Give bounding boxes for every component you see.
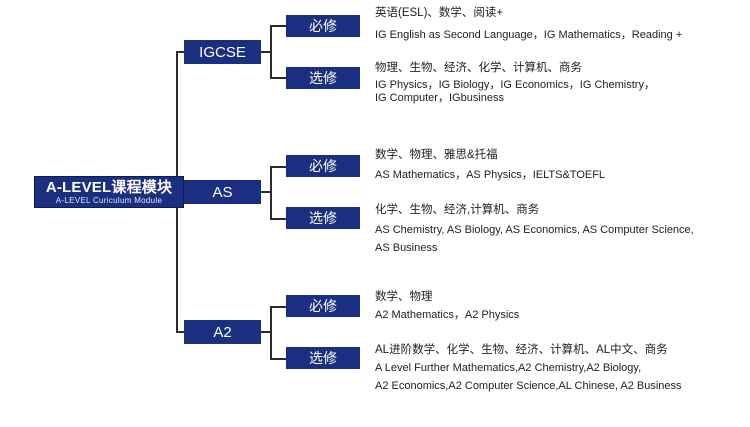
- a2-required-line-1: 数学、物理: [375, 291, 433, 303]
- as-required-line-1: 数学、物理、雅思&托福: [375, 149, 498, 161]
- a2-elective-line-1: AL进阶数学、化学、生物、经济、计算机、AL中文、商务: [375, 344, 668, 356]
- igcse-required-label: 必修: [309, 18, 337, 34]
- a2-required-node: 必修: [286, 295, 360, 317]
- igcse-elective-node: 选修: [286, 67, 360, 89]
- as-required-line-2: AS Mathematics，AS Physics，IELTS&TOEFL: [375, 169, 606, 181]
- a2-trunk-stub: [261, 331, 271, 333]
- as-required-text: 数学、物理、雅思&托福 AS Mathematics，AS Physics，IE…: [375, 146, 605, 184]
- root-subtitle: A-LEVEL Curiculum Module: [55, 195, 163, 205]
- branch-a2: [176, 331, 184, 333]
- level-a2: A2: [184, 320, 261, 344]
- a2-elective-label: 选修: [309, 350, 337, 366]
- a2-elective-line-2: A Level Further Mathematics,A2 Chemistry…: [375, 362, 642, 374]
- igcse-elective-text: 物理、生物、经济、化学、计算机、商务 IG Physics，IG Biology…: [375, 59, 655, 105]
- a2-elective-line-3: A2 Economics,A2 Computer Science,AL Chin…: [375, 380, 682, 392]
- as-required-node: 必修: [286, 155, 360, 177]
- as-elective-branch: [270, 218, 286, 220]
- igcse-required-branch: [270, 25, 286, 27]
- igcse-elective-line-3: IG Computer，IGbusiness: [375, 92, 504, 104]
- igcse-required-line-2: IG English as Second Language，IG Mathema…: [375, 29, 683, 41]
- level-igcse-label: IGCSE: [199, 43, 246, 61]
- a2-required-line-2: A2 Mathematics，A2 Physics: [375, 309, 520, 321]
- as-elective-text: 化学、生物、经济,计算机、商务 AS Chemistry, AS Biology…: [375, 201, 694, 257]
- a2-elective-text: AL进阶数学、化学、生物、经济、计算机、AL中文、商务 A Level Furt…: [375, 341, 682, 395]
- as-elective-line-2: AS Chemistry, AS Biology, AS Economics, …: [375, 224, 694, 236]
- as-required-branch: [270, 166, 286, 168]
- root-title: A-LEVEL课程模块: [45, 178, 173, 196]
- igcse-elective-branch: [270, 77, 286, 79]
- igcse-required-node: 必修: [286, 15, 360, 37]
- level-a2-label: A2: [213, 323, 232, 341]
- as-elective-line-3: AS Business: [375, 242, 438, 254]
- level-as: AS: [184, 180, 261, 204]
- level-as-label: AS: [212, 183, 233, 201]
- a2-elective-node: 选修: [286, 347, 360, 369]
- a2-required-label: 必修: [309, 298, 337, 314]
- as-required-label: 必修: [309, 158, 337, 174]
- igcse-required-line-1: 英语(ESL)、数学、阅读+: [375, 7, 504, 19]
- as-trunk-stub: [261, 191, 271, 193]
- igcse-trunk-stub: [261, 51, 271, 53]
- a2-elective-branch: [270, 358, 286, 360]
- as-elective-label: 选修: [309, 210, 337, 226]
- as-sub-trunk: [270, 166, 272, 220]
- igcse-sub-trunk: [270, 25, 272, 79]
- a2-required-branch: [270, 306, 286, 308]
- as-elective-line-1: 化学、生物、经济,计算机、商务: [375, 204, 540, 216]
- branch-igcse: [176, 51, 184, 53]
- igcse-elective-label: 选修: [309, 70, 337, 86]
- as-elective-node: 选修: [286, 207, 360, 229]
- igcse-required-text: 英语(ESL)、数学、阅读+ IG English as Second Lang…: [375, 4, 682, 44]
- igcse-elective-line-2: IG Physics，IG Biology，IG Economics，IG Ch…: [375, 79, 655, 91]
- root-node: A-LEVEL课程模块 A-LEVEL Curiculum Module: [34, 176, 184, 208]
- a2-required-text: 数学、物理 A2 Mathematics，A2 Physics: [375, 288, 519, 324]
- level-igcse: IGCSE: [184, 40, 261, 64]
- a2-sub-trunk: [270, 306, 272, 360]
- igcse-elective-line-1: 物理、生物、经济、化学、计算机、商务: [375, 62, 582, 74]
